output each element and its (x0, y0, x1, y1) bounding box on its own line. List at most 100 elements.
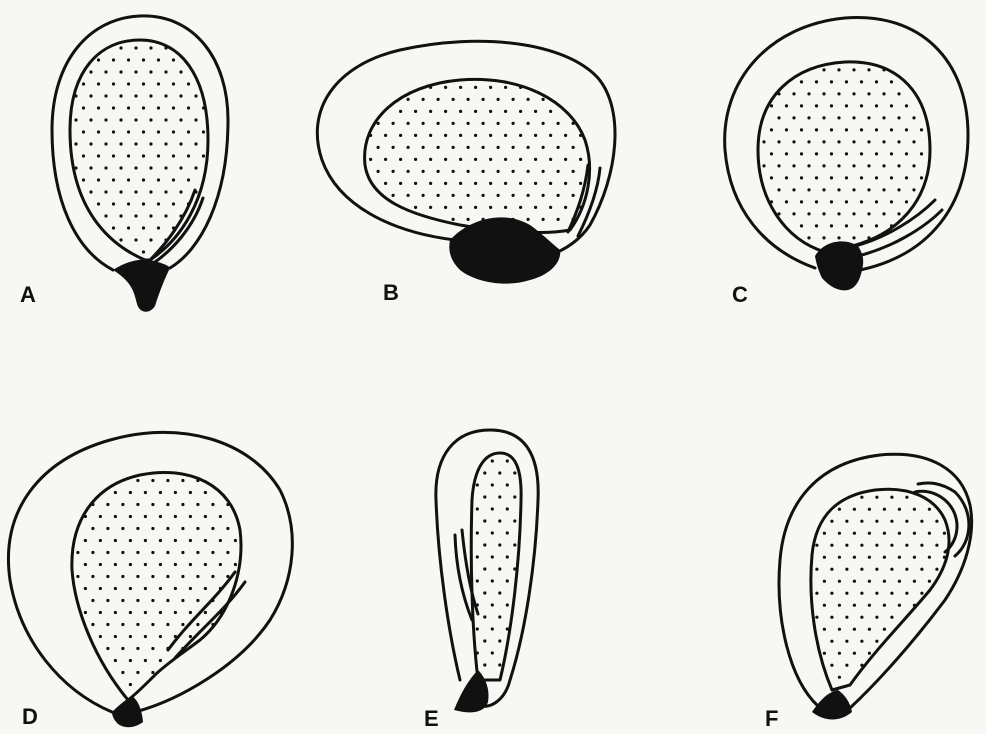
stipple-dot (204, 491, 207, 494)
stipple-dot (920, 520, 923, 523)
stipple-dot (867, 92, 870, 95)
stipple-dot (912, 188, 915, 191)
stipple-dot (84, 515, 87, 518)
panel-a: A (20, 16, 228, 312)
stipple-dot (497, 218, 500, 221)
stipple-dot (172, 106, 175, 109)
stipple-dot (127, 226, 130, 229)
stipple-dot (219, 587, 222, 590)
stipple-dot (860, 496, 863, 499)
stipple-dot (527, 146, 530, 149)
stipple-dot (129, 587, 132, 590)
stipple-dot (129, 611, 132, 614)
stipple-dot (860, 640, 863, 643)
stipple-dot (74, 166, 77, 169)
stipple-dot (920, 544, 923, 547)
stipple-dot (815, 104, 818, 107)
stipple-dot (897, 140, 900, 143)
stipple-dot (166, 623, 169, 626)
stipple-dot (452, 122, 455, 125)
stipple-dot (114, 611, 117, 614)
stipple-dot (121, 551, 124, 554)
stipple-dot (822, 236, 825, 239)
stipple-dot (905, 152, 908, 155)
stipple-dot (483, 543, 486, 546)
stipple-dot (807, 116, 810, 119)
panel-e-embryo (471, 453, 521, 680)
stipple-dot (452, 194, 455, 197)
stipple-dot (838, 676, 841, 679)
stipple-dot (897, 116, 900, 119)
stipple-dot (890, 224, 893, 227)
stipple-dot (144, 539, 147, 542)
stipple-dot (489, 158, 492, 161)
stipple-dot (557, 218, 560, 221)
stipple-dot (74, 94, 77, 97)
stipple-dot (807, 236, 810, 239)
stipple-dot (897, 164, 900, 167)
stipple-dot (369, 158, 372, 161)
stipple-dot (792, 116, 795, 119)
stipple-dot (928, 580, 931, 583)
stipple-dot (437, 122, 440, 125)
stipple-dot (452, 218, 455, 221)
stipple-dot (474, 206, 477, 209)
stipple-dot (837, 188, 840, 191)
stipple-dot (875, 568, 878, 571)
stipple-dot (489, 206, 492, 209)
stipple-dot (144, 635, 147, 638)
stipple-dot (164, 94, 167, 97)
stipple-dot (830, 640, 833, 643)
stipple-dot (482, 122, 485, 125)
stipple-dot (151, 647, 154, 650)
stipple-dot (534, 158, 537, 161)
stipple-dot (219, 563, 222, 566)
stipple-dot (136, 623, 139, 626)
stipple-dot (860, 568, 863, 571)
stipple-dot (196, 527, 199, 530)
stipple-dot (172, 58, 175, 61)
stipple-dot (399, 158, 402, 161)
stipple-dot (91, 503, 94, 506)
panel-b-label: B (383, 280, 399, 305)
stipple-dot (211, 599, 214, 602)
stipple-dot (399, 182, 402, 185)
stipple-dot (84, 611, 87, 614)
stipple-dot (815, 80, 818, 83)
stipple-dot (189, 611, 192, 614)
stipple-dot (202, 106, 205, 109)
stipple-dot (134, 94, 137, 97)
stipple-dot (407, 122, 410, 125)
stipple-dot (181, 623, 184, 626)
stipple-dot (491, 579, 494, 582)
stipple-dot (557, 146, 560, 149)
stipple-dot (852, 140, 855, 143)
stipple-dot (815, 176, 818, 179)
stipple-dot (868, 580, 871, 583)
stipple-dot (414, 182, 417, 185)
stipple-dot (860, 224, 863, 227)
stipple-dot (144, 611, 147, 614)
stipple-dot (513, 567, 516, 570)
stipple-dot (204, 563, 207, 566)
stipple-dot (459, 206, 462, 209)
stipple-dot (777, 140, 780, 143)
stipple-dot (572, 218, 575, 221)
stipple-dot (112, 178, 115, 181)
stipple-dot (159, 491, 162, 494)
stipple-dot (868, 556, 871, 559)
stipple-dot (134, 190, 137, 193)
stipple-dot (837, 236, 840, 239)
stipple-dot (838, 628, 841, 631)
stipple-dot (838, 652, 841, 655)
stipple-dot (127, 130, 130, 133)
stipple-dot (815, 224, 818, 227)
stipple-dot (860, 616, 863, 619)
stipple-dot (770, 152, 773, 155)
stipple-dot (905, 200, 908, 203)
stipple-dot (84, 563, 87, 566)
stipple-dot (82, 154, 85, 157)
stipple-dot (467, 146, 470, 149)
stipple-dot (157, 154, 160, 157)
stipple-dot (837, 116, 840, 119)
